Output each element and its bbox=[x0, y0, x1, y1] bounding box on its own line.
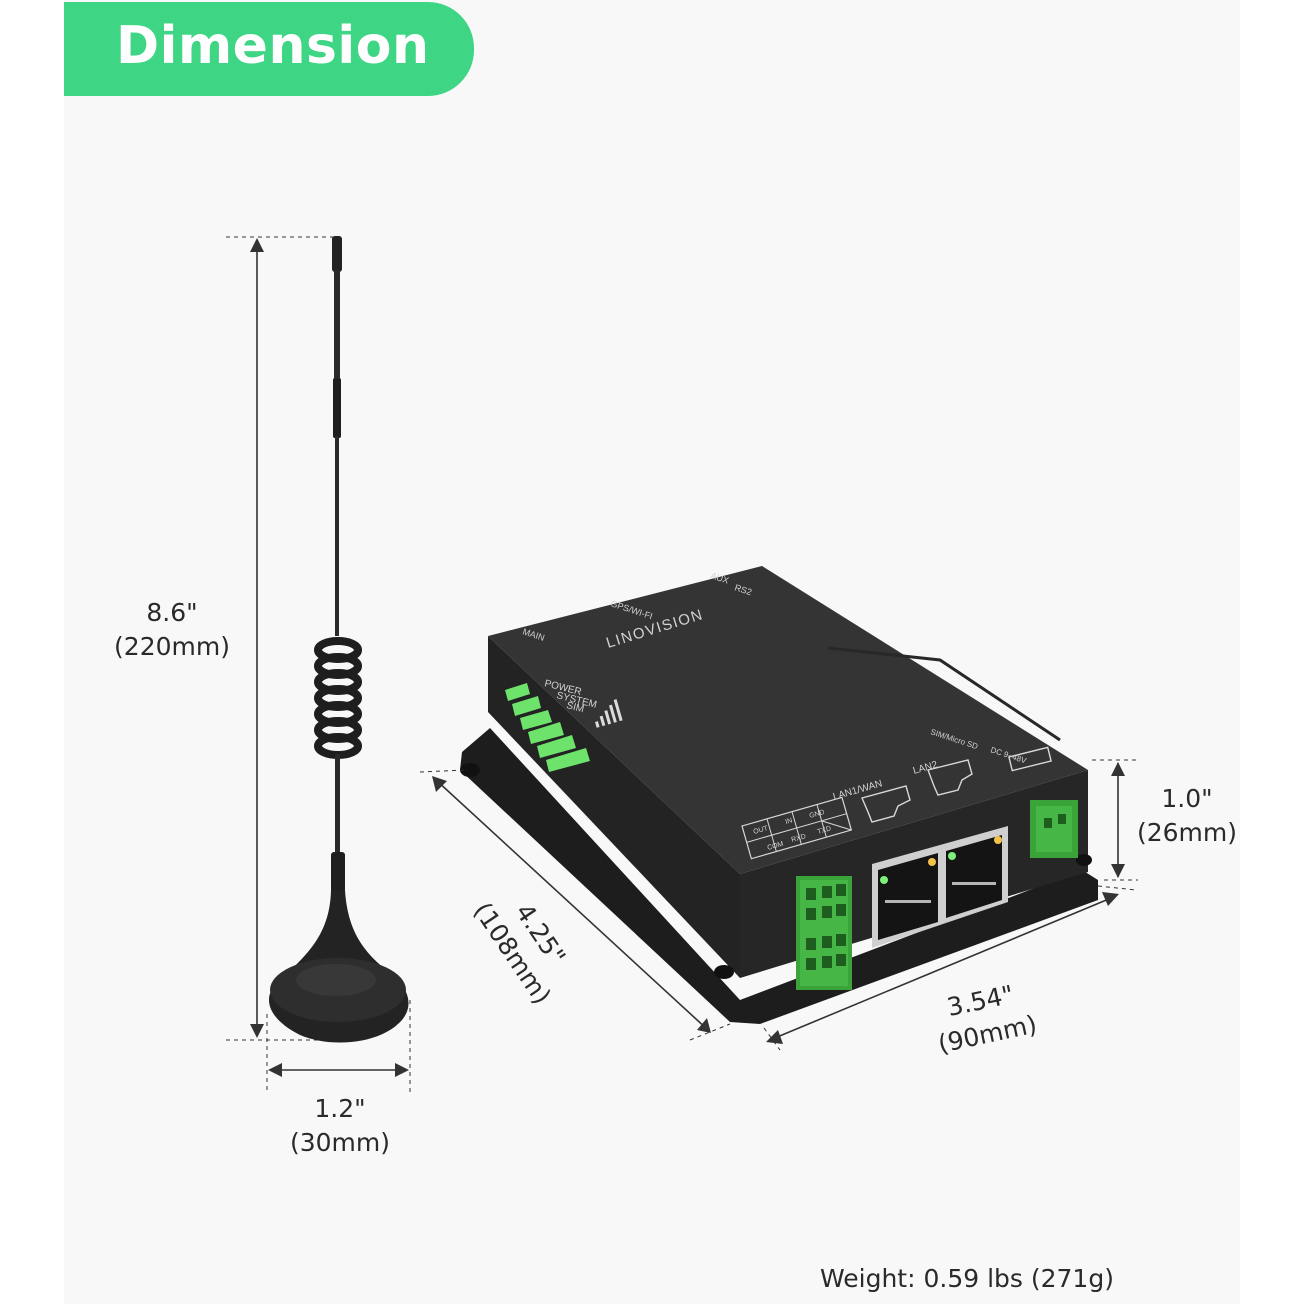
weight-label: Weight: 0.59 lbs (271g) bbox=[820, 1264, 1114, 1293]
label-out: OUT bbox=[753, 825, 770, 836]
page-title: Dimension bbox=[116, 16, 430, 76]
lan-ports bbox=[872, 826, 1008, 948]
antenna-height-mm: (220mm) bbox=[114, 632, 230, 661]
router-device: MAIN GPS/WI-FI AUX RS2 LINOVISION POWER … bbox=[460, 566, 1098, 1024]
label-sim: SIM bbox=[565, 700, 585, 715]
label-gnd: GND bbox=[809, 809, 826, 820]
label-rxd: RXD bbox=[791, 833, 807, 844]
device-thickness-label: 1.0" (26mm) bbox=[1124, 782, 1250, 850]
io-terminal-block bbox=[796, 876, 852, 990]
label-txd: TXD bbox=[817, 825, 832, 836]
antenna-base-inches: 1.2" bbox=[314, 1094, 366, 1123]
dc-power-connector bbox=[1030, 800, 1078, 858]
label-in: IN bbox=[785, 817, 794, 826]
device-thickness-mm: (26mm) bbox=[1136, 818, 1238, 847]
antenna-height-label: 8.6" (220mm) bbox=[102, 596, 242, 664]
device-depth-dimension bbox=[419, 769, 731, 1041]
antenna bbox=[268, 236, 409, 1043]
device-width-dimension bbox=[763, 885, 1137, 1051]
antenna-base-mm: (30mm) bbox=[289, 1128, 391, 1157]
label-com: COM bbox=[767, 841, 785, 852]
device-thickness-dimension bbox=[1092, 759, 1138, 881]
antenna-height-dimension bbox=[226, 236, 340, 1041]
antenna-height-inches: 8.6" bbox=[146, 598, 198, 627]
antenna-base-dimension bbox=[266, 1000, 411, 1092]
device-thickness-inches: 1.0" bbox=[1161, 784, 1213, 813]
antenna-base-label: 1.2" (30mm) bbox=[270, 1092, 410, 1160]
title-badge: Dimension bbox=[64, 2, 474, 96]
